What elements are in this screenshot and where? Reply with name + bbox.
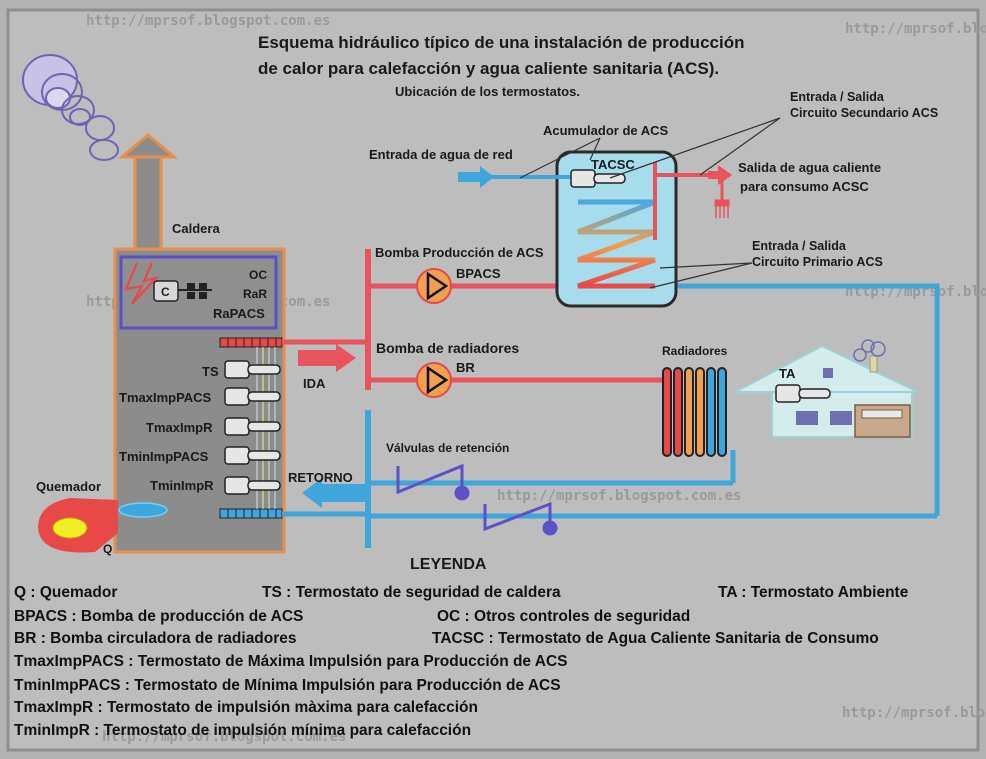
controller-label: C	[161, 285, 170, 299]
check-valve-icon	[396, 463, 558, 536]
ts-label: TS	[202, 364, 219, 379]
primario-label-2: Circuito Primario ACS	[752, 255, 883, 269]
secundario-label-1: Entrada / Salida	[790, 90, 885, 104]
radiator-icon	[662, 367, 727, 457]
legend-bpacs: BPACS : Bomba de producción de ACS	[14, 608, 303, 625]
tmaximppacs-label: TmaxImpPACS	[119, 390, 212, 405]
legend-br: BR : Bomba circuladora de radiadores	[14, 630, 297, 647]
tap-icon	[714, 175, 730, 218]
bpacs-label: BPACS	[456, 266, 501, 281]
legend-tminimpr: TminImpR : Termostato de impulsión mínim…	[14, 722, 471, 739]
legend-title: LEYENDA	[410, 556, 487, 573]
bomba-acs-label: Bomba Producción de ACS	[375, 245, 544, 260]
cold-header-stripes	[227, 509, 277, 518]
pump-br	[416, 362, 452, 398]
legend-tminimppacs: TminImpPACS : Termostato de Mínima Impul…	[14, 677, 561, 694]
callout-lines	[519, 117, 781, 289]
legend-ts: TS : Termostato de seguridad de caldera	[262, 584, 561, 601]
lightning-icon	[124, 262, 160, 305]
ida-arrow-icon	[298, 344, 356, 372]
legend-ta: TA : Termostato Ambiente	[718, 584, 909, 601]
caldera-label: Caldera	[172, 221, 220, 236]
tmaximpr-label: TmaxImpR	[146, 420, 213, 435]
tminimpr-label: TminImpR	[150, 478, 214, 493]
watermark: http://mprsof.blogspot.com.es	[842, 705, 986, 721]
valvulas-label: Válvulas de retención	[386, 441, 509, 455]
retorno-arrow-icon	[302, 478, 366, 508]
oc-label: OC	[249, 268, 267, 282]
thermostats-boiler	[224, 360, 281, 495]
title-line-3: Ubicación de los termostatos.	[395, 84, 580, 99]
hot-header-stripes	[227, 338, 277, 347]
cold-inlet-header	[219, 508, 283, 519]
legend-q: Q : Quemador	[14, 584, 117, 601]
burner-icon	[38, 498, 168, 553]
title-line-2: de calor para calefacción y agua calient…	[258, 59, 719, 78]
inlet-arrow-icon	[458, 166, 494, 188]
tacsc-label: TACSC	[591, 157, 635, 172]
acs-primary-return-riser	[655, 283, 940, 516]
rapacs-label: RaPACS	[213, 306, 265, 321]
legend-oc: OC : Otros controles de seguridad	[437, 608, 690, 625]
watermark: http://mprsof.blogspot.com.es	[497, 488, 741, 504]
br-label: BR	[456, 360, 475, 375]
chimney	[117, 133, 179, 251]
heating-coil	[577, 199, 656, 289]
salida-label-1: Salida de agua caliente	[738, 160, 881, 175]
ta-thermostat-icon	[775, 384, 831, 403]
rar-label: RaR	[243, 287, 267, 301]
tacsc-thermostat-icon	[570, 169, 626, 188]
salida-label-2: para consumo ACSC	[740, 179, 869, 194]
quemador-label: Quemador	[36, 479, 101, 494]
pump-bpacs	[416, 268, 452, 304]
acumulador-label: Acumulador de ACS	[543, 123, 669, 138]
smoke-small-icon	[853, 339, 886, 362]
legend-tacsc: TACSC : Termostato de Agua Caliente Sani…	[432, 630, 879, 647]
primario-label-1: Entrada / Salida	[752, 239, 847, 253]
legend-tmaximppacs: TmaxImpPACS : Termostato de Máxima Impul…	[14, 653, 568, 670]
smoke-icon	[22, 54, 119, 161]
retorno-label: RETORNO	[288, 470, 353, 485]
secundario-label-2: Circuito Secundario ACS	[790, 106, 938, 120]
control-switches-icon	[178, 283, 212, 299]
radiadores-label: Radiadores	[662, 344, 728, 358]
watermark: http://mprsof.blogspot.com.es	[102, 729, 346, 745]
q-label: Q	[103, 542, 112, 556]
acs-accumulator	[555, 150, 678, 308]
legend-tmaximpr: TmaxImpR : Termostato de impulsión màxim…	[14, 699, 478, 716]
watermark: http://mprsof.blogspot.com.es	[845, 21, 986, 37]
hot-outlet-header	[219, 337, 283, 348]
ta-label: TA	[779, 366, 796, 381]
watermark: http://mprsof.blogspot.com.es	[86, 13, 330, 29]
ida-label: IDA	[303, 376, 326, 391]
title-line-1: Esquema hidráulico típico de una instala…	[258, 33, 744, 52]
entrada-red-label: Entrada de agua de red	[369, 147, 513, 162]
bomba-rad-label: Bomba de radiadores	[376, 340, 519, 356]
control-box	[119, 255, 278, 330]
outlet-arrow-icon	[708, 165, 732, 185]
tminimppacs-label: TminImpPACS	[119, 449, 209, 464]
